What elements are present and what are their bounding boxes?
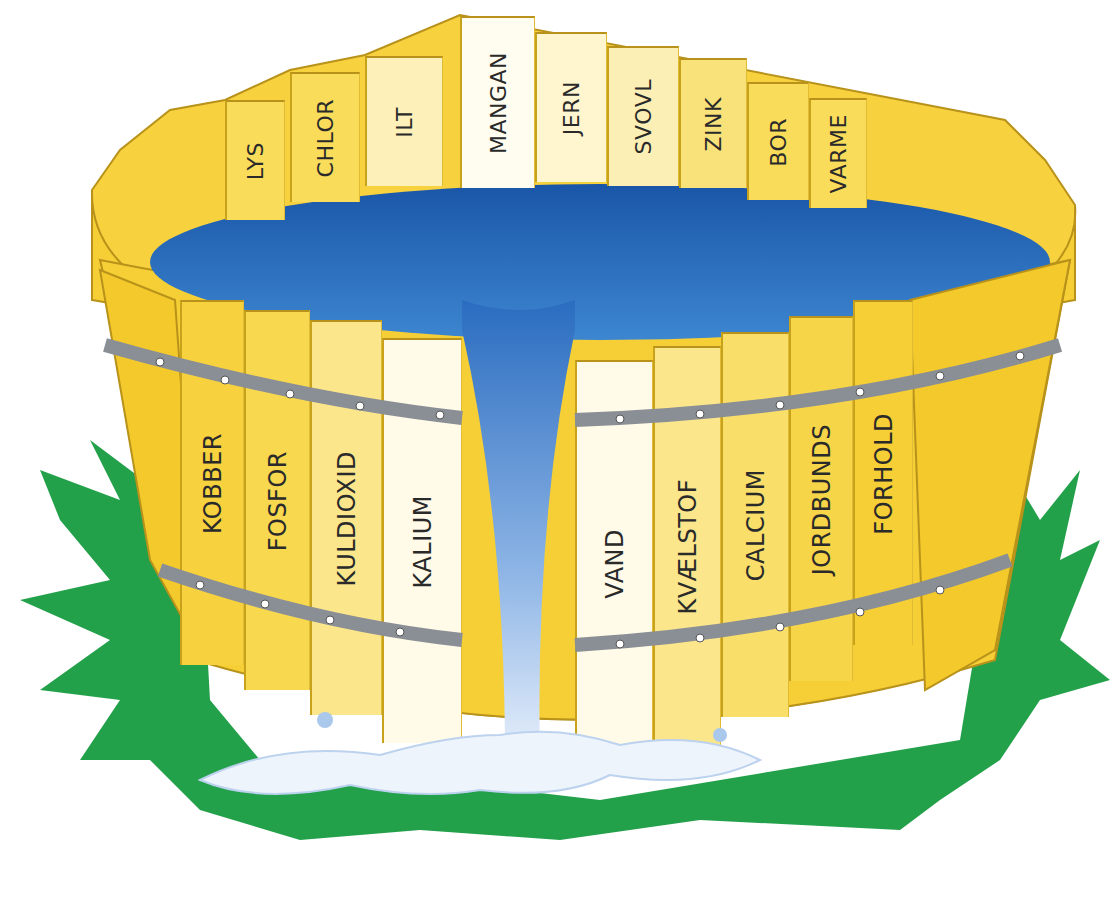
- barrel-stave: KVÆLSTOF: [653, 346, 721, 746]
- stave-label: VARME: [826, 114, 851, 193]
- hoop-right-upper: [575, 345, 1060, 420]
- barrel-stave: JERN: [535, 32, 607, 182]
- barrel-stave: SVOVL: [607, 46, 679, 186]
- hoop-rivets: [156, 352, 1024, 648]
- barrel-stave: FOSFOR: [244, 310, 310, 690]
- barrel-stave: ZINK: [679, 58, 747, 188]
- stave-label: VAND: [601, 529, 629, 599]
- hoop-left-lower: [160, 570, 462, 640]
- barrel-stave: ILT: [365, 56, 443, 186]
- barrel-stave: KULDIOXID: [310, 320, 382, 715]
- stave-label: ILT: [392, 107, 417, 138]
- water-drop: [713, 728, 727, 742]
- stave-label: ZINK: [701, 97, 726, 151]
- barrel-stave: KOBBER: [180, 300, 244, 665]
- barrel-stave: LYS: [225, 100, 285, 220]
- barrel-stave: MANGAN: [460, 16, 535, 188]
- barrel-stave: BOR: [747, 82, 809, 200]
- stave-label: KULDIOXID: [333, 451, 361, 586]
- stave-label: KALIUM: [409, 495, 437, 588]
- hoop-left-upper: [105, 345, 462, 418]
- stave-label: LYS: [243, 142, 268, 180]
- stave-label: FORHOLD: [870, 413, 898, 535]
- barrel-stave: VARME: [809, 98, 867, 208]
- water-stream: [462, 300, 575, 760]
- hoop-right-lower: [575, 560, 1010, 645]
- barrel-stave: CALCIUM: [721, 332, 789, 717]
- stave-label: KVÆLSTOF: [674, 479, 702, 615]
- stave-label: KOBBER: [199, 433, 227, 534]
- barrel-stave: VAND: [575, 360, 653, 765]
- stave-label: JORDBUNDS: [808, 424, 836, 575]
- stave-label: CALCIUM: [742, 469, 770, 581]
- stave-label: CHLOR: [313, 99, 338, 177]
- stave-label: SVOVL: [631, 79, 656, 154]
- barrel-stave: KALIUM: [382, 338, 462, 743]
- barrel-stave: JORDBUNDS: [789, 316, 853, 681]
- stave-label: BOR: [766, 118, 791, 167]
- barrel-stave: CHLOR: [290, 72, 360, 202]
- water-drop: [317, 712, 333, 728]
- barrel-stave: FORHOLD: [853, 300, 913, 645]
- stave-label: JERN: [559, 81, 584, 135]
- stave-label: FOSFOR: [264, 451, 292, 551]
- water-splash: [200, 732, 760, 794]
- stave-label: MANGAN: [486, 52, 511, 154]
